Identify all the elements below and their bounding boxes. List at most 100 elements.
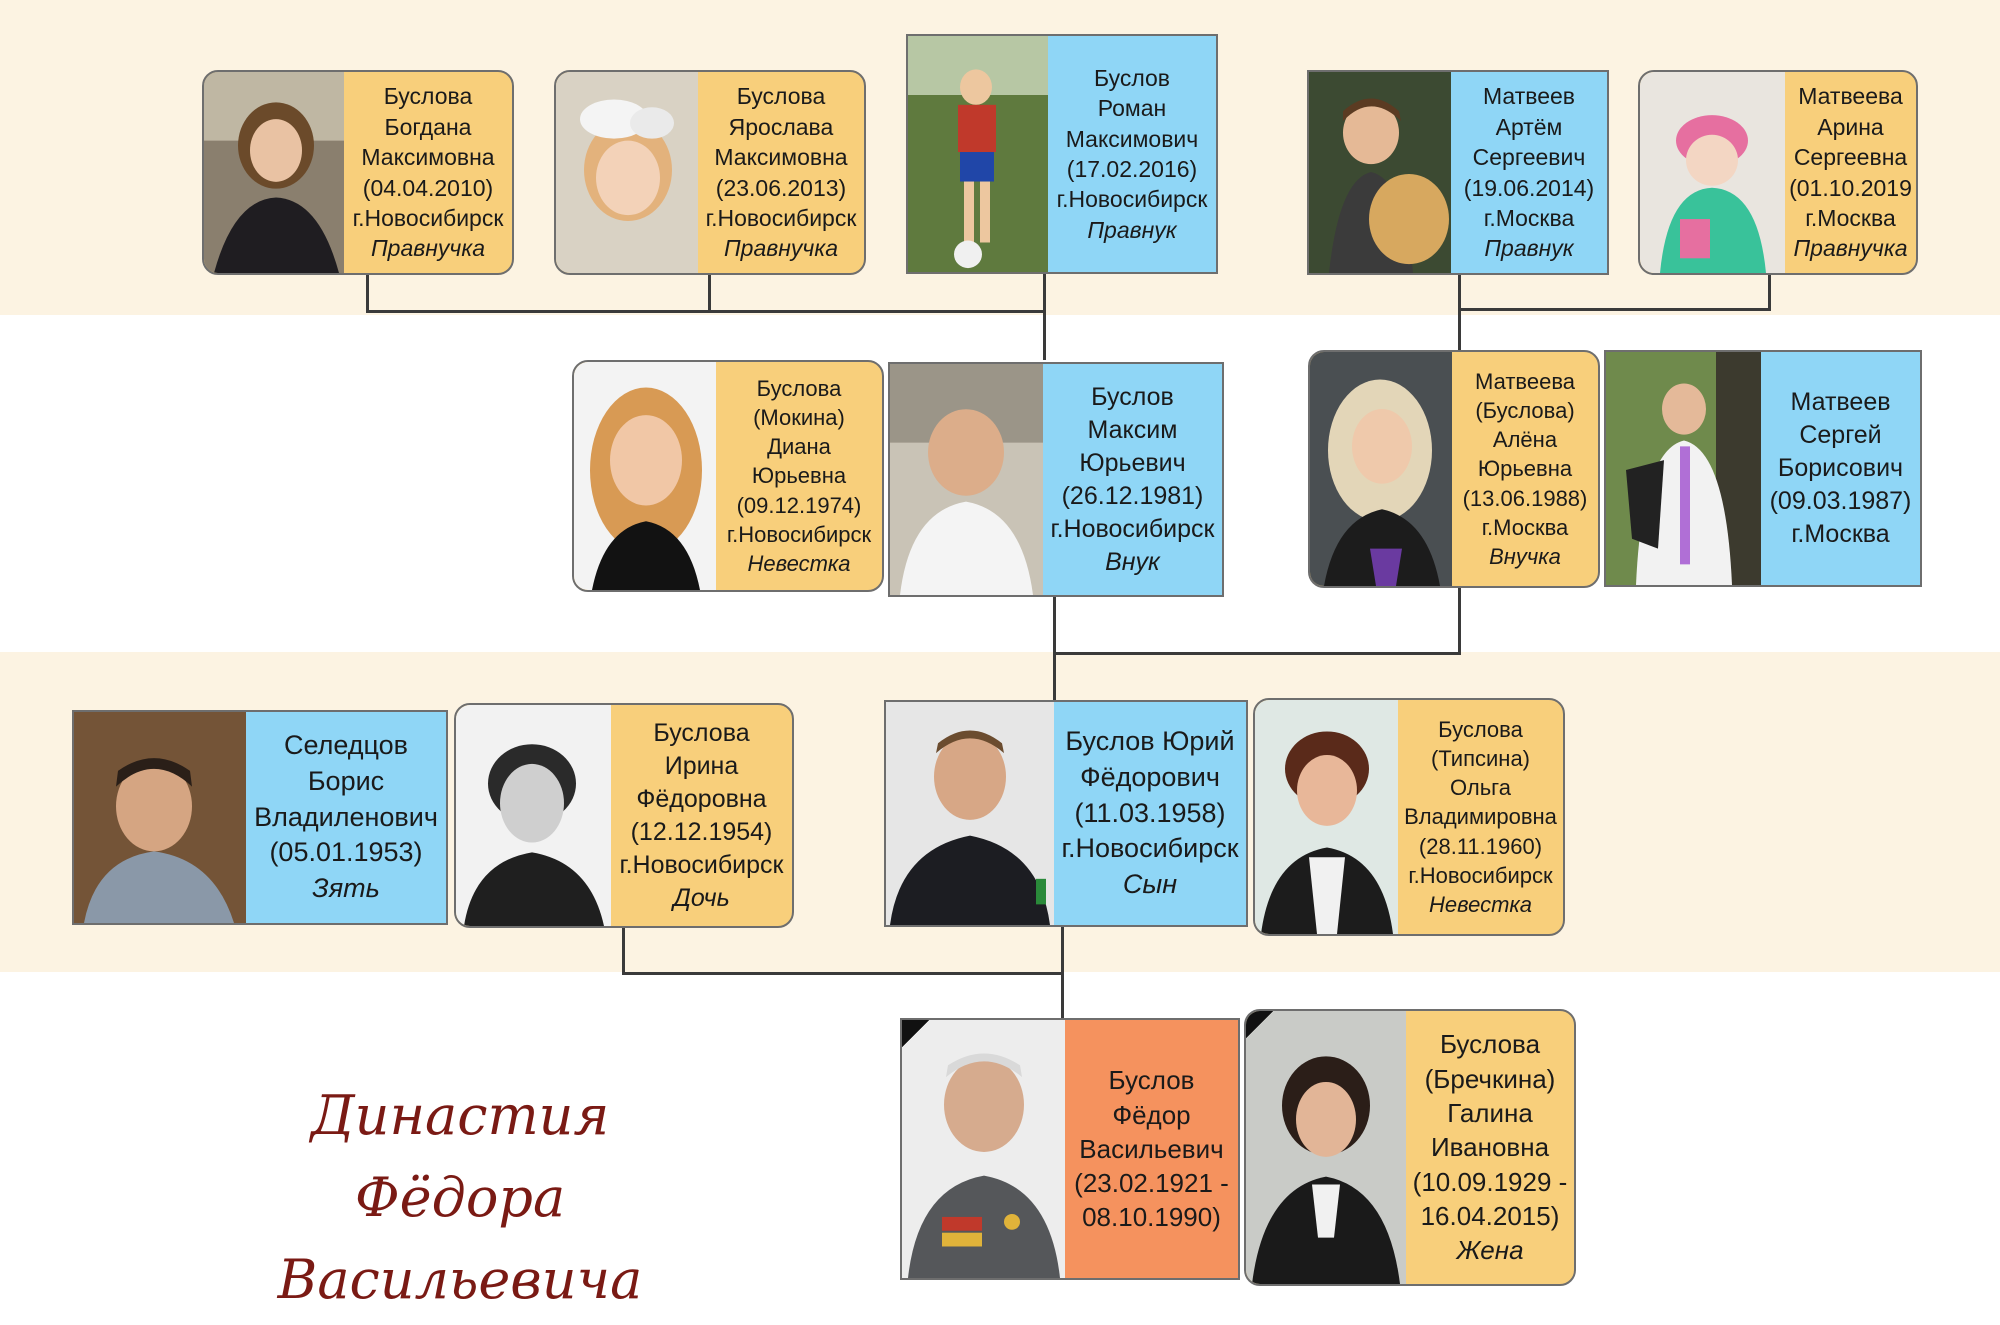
connector-line (1458, 586, 1461, 654)
portrait-photo (890, 364, 1043, 595)
person-line: г.Новосибирск (1061, 833, 1239, 864)
person-line: Галина (1447, 1098, 1533, 1129)
person-card-maksim: Буслов Максим Юрьевич (26.12.1981) г.Нов… (888, 362, 1224, 597)
person-line: Буслова (736, 83, 826, 110)
person-line: Максимовна (361, 144, 495, 171)
person-line: Алёна (1492, 427, 1558, 453)
person-card-irina: Буслова Ирина Фёдоровна (12.12.1954) г.Н… (454, 703, 794, 928)
person-line: г.Москва (1481, 514, 1569, 540)
person-card-fedor: Буслов Фёдор Васильевич (23.02.1921 - 08… (900, 1018, 1240, 1280)
portrait-photo (908, 36, 1048, 272)
person-line: Фёдор (1112, 1099, 1191, 1130)
person-line: Фёдоровна (636, 784, 767, 813)
person-relation: Правнук (1484, 235, 1574, 262)
person-line: (10.09.1929 - (1412, 1166, 1568, 1197)
person-card-yaroslava: Буслова Ярослава Максимовна (23.06.2013)… (554, 70, 866, 275)
portrait-photo (1640, 72, 1785, 273)
person-line: (11.03.1958) (1074, 797, 1226, 828)
dynasty-title: Династия Фёдора Васильевича (180, 1075, 740, 1321)
person-relation: Жена (1456, 1235, 1524, 1266)
person-line: 08.10.1990) (1082, 1202, 1221, 1233)
person-card-galina: Буслова (Бречкина) Галина Ивановна (10.0… (1244, 1009, 1576, 1286)
person-line: Роман (1097, 95, 1167, 122)
person-line: г.Новосибирск (352, 204, 504, 231)
person-line: Буслов (1093, 64, 1171, 91)
connector-line (1458, 272, 1461, 352)
connector-line (1768, 272, 1771, 310)
person-line: г.Москва (1791, 520, 1890, 548)
person-line: Владимировна (1404, 804, 1557, 830)
person-line: Буслова (756, 376, 842, 402)
connector-line (708, 262, 711, 312)
person-line: Фёдорович (1080, 762, 1220, 793)
connector-line (1053, 652, 1461, 655)
person-line: (28.11.1960) (1418, 833, 1543, 859)
person-line: Максим (1087, 415, 1178, 444)
person-line: Ирина (664, 751, 739, 780)
person-card-sergey: Матвеев Сергей Борисович (09.03.1987) г.… (1604, 350, 1922, 587)
person-line: Буслов Юрий (1065, 726, 1235, 757)
person-relation: Правнучка (1793, 235, 1908, 262)
connector-line (622, 928, 625, 974)
connector-line (366, 310, 1046, 313)
person-line: (19.06.2014) (1463, 174, 1595, 201)
connector-line (1053, 595, 1056, 700)
person-line: Арина (1817, 113, 1884, 140)
person-line: Борис (307, 766, 385, 797)
person-line: г.Новосибирск (726, 521, 872, 547)
portrait-photo (886, 702, 1054, 925)
portrait-photo (1606, 352, 1761, 585)
dynasty-title-line-1: Династия (310, 1084, 610, 1147)
person-relation: Внучка (1489, 543, 1561, 569)
person-line: Матвеев (1790, 388, 1891, 416)
person-line: (23.06.2013) (715, 174, 847, 201)
person-line: г.Новосибирск (1050, 514, 1215, 543)
portrait-photo (1310, 352, 1452, 586)
portrait-photo (556, 72, 698, 273)
person-line: (Бречкина) (1424, 1063, 1556, 1094)
person-card-alena: Матвеева (Буслова) Алёна Юрьевна (13.06.… (1308, 350, 1600, 588)
portrait-photo (902, 1020, 1065, 1278)
person-line: Васильевич (1079, 1133, 1224, 1164)
person-line: Сергеевич (1472, 144, 1586, 171)
person-line: Юрьевна (1477, 456, 1573, 482)
person-card-olga: Буслова (Типсина) Ольга Владимировна (28… (1253, 698, 1565, 936)
person-line: (09.03.1987) (1769, 487, 1912, 515)
person-line: Владиленович (254, 801, 438, 832)
person-line: (Мокина) (753, 405, 845, 431)
mourning-ribbon (1246, 1011, 1280, 1045)
person-line: (01.10.2019 (1789, 174, 1912, 201)
person-line: Матвеева (1798, 83, 1903, 110)
person-line: г.Новосибирск (705, 204, 857, 231)
person-line: Максимовна (714, 144, 848, 171)
person-relation: Сын (1122, 868, 1178, 899)
person-line: Юрьевич (1079, 448, 1186, 477)
person-line: Буслова (1438, 717, 1523, 743)
connector-line (366, 262, 369, 312)
person-line: 16.04.2015) (1420, 1200, 1560, 1231)
person-line: (Буслова) (1475, 398, 1575, 424)
person-line: (13.06.1988) (1462, 485, 1588, 511)
person-card-diana: Буслова (Мокина) Диана Юрьевна (09.12.19… (572, 360, 884, 592)
portrait-photo (204, 72, 344, 273)
portrait-photo (1246, 1011, 1406, 1284)
person-line: Буслов (1108, 1065, 1195, 1096)
person-line: Сергеевна (1793, 144, 1908, 171)
person-relation: Невестка (747, 550, 851, 576)
person-line: (26.12.1981) (1061, 481, 1204, 510)
person-line: Максимович (1065, 125, 1199, 152)
person-relation: Правнучка (724, 235, 838, 262)
dynasty-title-line-2: Фёдора Васильевича (277, 1166, 643, 1311)
person-relation: Правнук (1087, 216, 1177, 243)
person-relation: Правнучка (371, 235, 485, 262)
mourning-ribbon (902, 1020, 936, 1054)
person-card-bogdana: Буслова Богдана Максимовна (04.04.2010) … (202, 70, 514, 275)
person-line: Сергей (1799, 421, 1882, 449)
person-line: (Типсина) (1431, 746, 1530, 772)
person-line: (23.02.1921 - (1074, 1168, 1229, 1199)
person-line: Буслова (1439, 1029, 1541, 1060)
person-line: (05.01.1953) (269, 837, 423, 868)
person-line: Матвеев (1483, 83, 1575, 110)
portrait-photo (574, 362, 716, 590)
person-card-roman: Буслов Роман Максимович (17.02.2016) г.Н… (906, 34, 1218, 274)
